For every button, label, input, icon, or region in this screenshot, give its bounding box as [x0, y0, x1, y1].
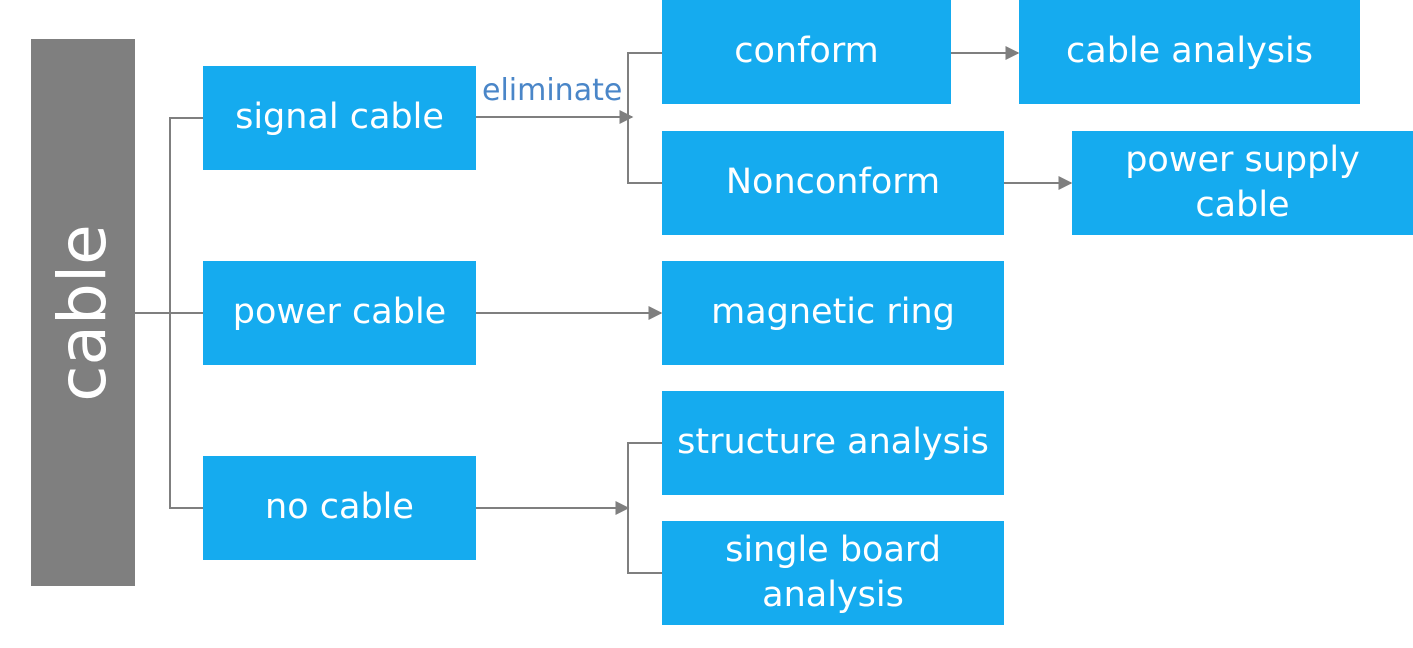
node-signal-cable: signal cable [203, 66, 476, 170]
node-power-supply-cable: power supply cable [1072, 131, 1413, 235]
edge-label-eliminate: eliminate [482, 73, 623, 108]
node-single-board-analysis: single board analysis [662, 521, 1004, 625]
level1-bracket [169, 117, 203, 509]
root-node-label: cable [44, 223, 121, 402]
node-magnetic-ring: magnetic ring [662, 261, 1004, 365]
node-power-cable: power cable [203, 261, 476, 365]
node-structure-analysis: structure analysis [662, 391, 1004, 495]
no-cable-branch-bracket [627, 442, 662, 574]
node-cable-analysis: cable analysis [1019, 0, 1360, 104]
signal-branch-bracket [627, 52, 662, 184]
root-node-cable: cable [31, 39, 135, 586]
node-no-cable: no cable [203, 456, 476, 560]
node-conform: conform [662, 0, 951, 104]
node-nonconform: Nonconform [662, 131, 1004, 235]
